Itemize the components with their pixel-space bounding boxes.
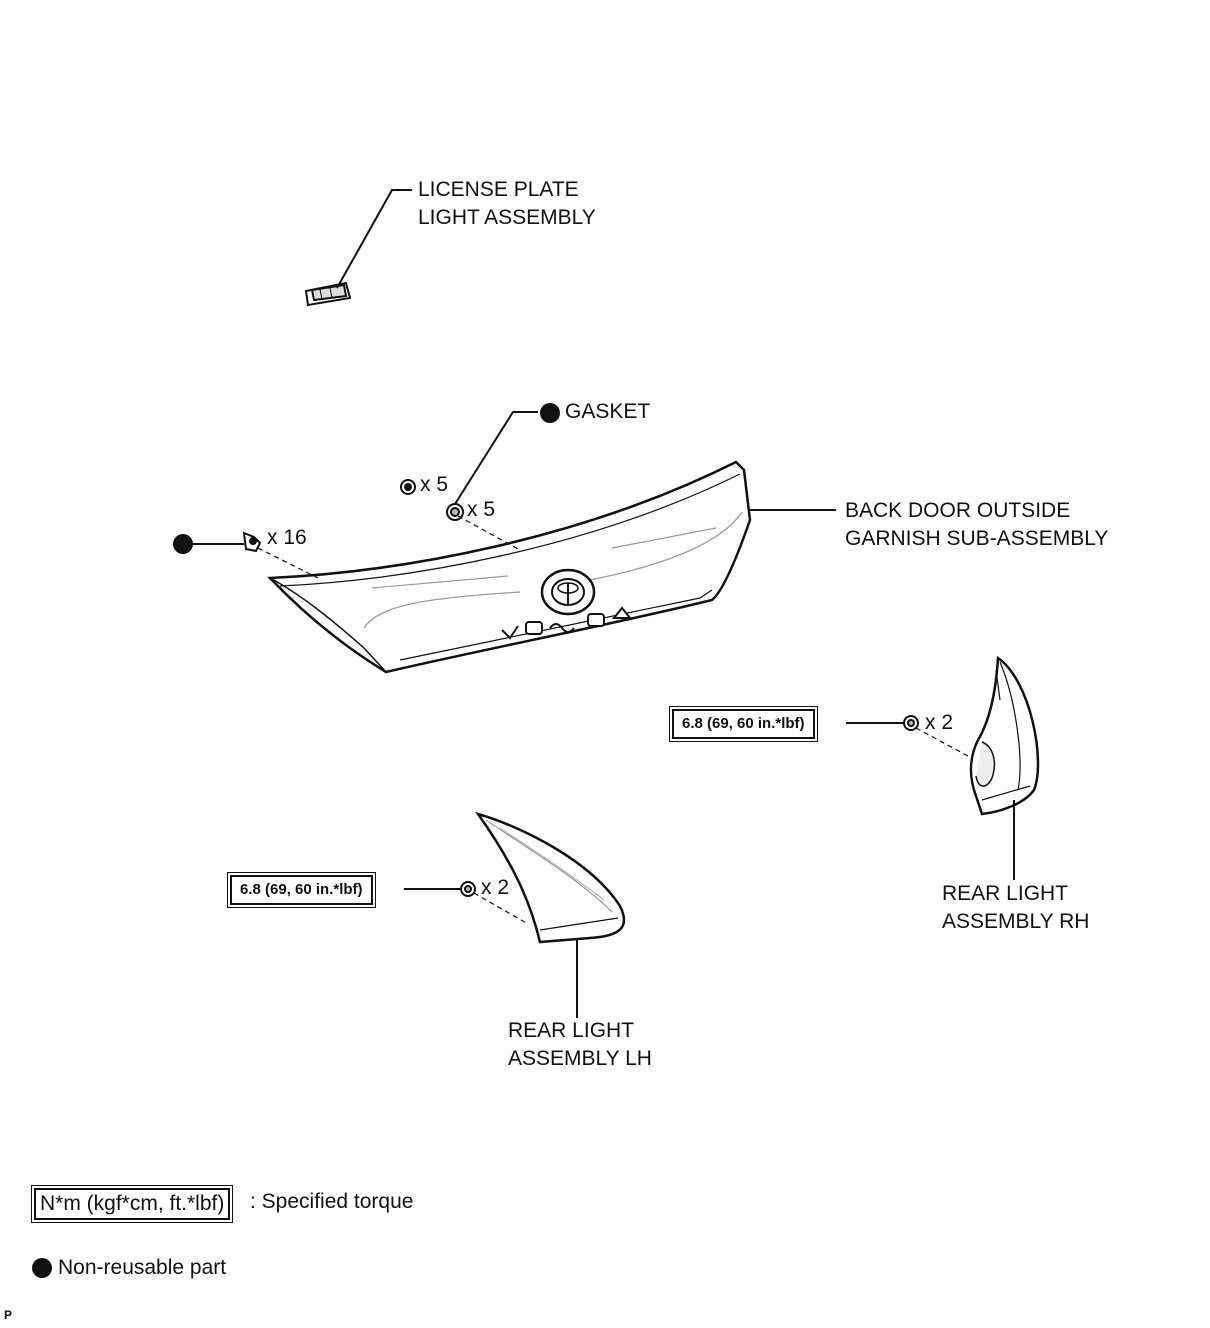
rear-light-rh-label-line1: REAR LIGHT [942,882,1069,905]
garnish-label-line1: BACK DOOR OUTSIDE [845,499,1071,522]
rh-dashed [915,727,969,757]
license-plate-label-line1: LICENSE PLATE [418,178,579,201]
legend-non-reusable-text: Non-reusable part [58,1256,227,1279]
license-plate-light-part [304,281,352,307]
garnish-label-line2: GARNISH SUB-ASSEMBLY [845,527,1109,550]
lh-dashed [473,892,529,925]
rh-nut-qty: x 2 [925,711,954,734]
legend-torque-desc: : Specified torque [250,1190,414,1213]
nut-top-qty: x 5 [420,473,449,496]
lh-torque-box: 6.8 (69, 60 in.*lbf) [227,872,376,908]
gasket-label: GASKET [565,400,651,423]
gasket-dashed [457,515,521,551]
rear-light-lh-label-line2: ASSEMBLY LH [508,1047,652,1070]
legend-non-reusable-dot [32,1258,52,1278]
rear-light-lh-part [474,811,626,944]
nut-top-part [400,479,416,495]
rear-light-lh-label-line1: REAR LIGHT [508,1019,635,1042]
gasket-nut-qty: x 5 [467,498,496,521]
rear-light-rh-part [969,655,1040,816]
license-plate-label-line2: LIGHT ASSEMBLY [418,206,596,229]
lh-nut-part [460,881,476,897]
lh-nut-qty: x 2 [481,876,510,899]
clip-qty: x 16 [267,526,307,549]
rh-torque-box: 6.8 (69, 60 in.*lbf) [669,706,818,742]
corner-code: P [4,1308,13,1322]
rear-light-rh-label-line2: ASSEMBLY RH [942,910,1090,933]
rh-nut-part [903,715,919,731]
license-plate-leader [336,189,412,289]
back-door-garnish-part [267,460,752,674]
clip-left-part [242,531,262,553]
clip-dashed [257,547,319,579]
legend-torque-box: N*m (kgf*cm, ft.*lbf) [30,1185,234,1223]
non-reusable-dot-clip [173,534,193,554]
non-reusable-dot-gasket [540,403,560,423]
gasket-leader [454,411,538,505]
